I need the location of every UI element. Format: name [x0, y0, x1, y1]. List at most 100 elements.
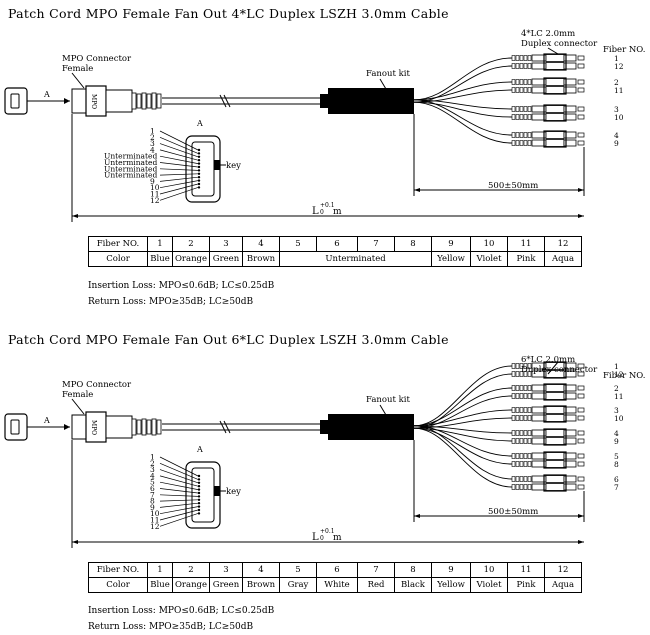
lc-boot-segment: [527, 114, 532, 120]
pin-label: Unterminated: [104, 171, 157, 180]
mpo-connector-label-female: Female: [62, 64, 93, 74]
fiber-number-cell: 5: [279, 236, 317, 252]
lc-ferrule-housing: [563, 54, 577, 62]
fiber-pin: [197, 182, 201, 186]
fiber-pin: [197, 172, 201, 175]
lc-ferrule: [577, 453, 585, 459]
fiber-number-label: 6: [614, 475, 619, 484]
fiber-line: [413, 101, 513, 144]
lc-ferrule-housing: [563, 437, 577, 445]
lc-boot-segment: [515, 393, 520, 399]
lc-boot-segment: [515, 476, 520, 482]
fiber-number-label: 10: [614, 113, 624, 122]
lc-boot-segment: [511, 363, 516, 369]
lc-boot-segment: [527, 132, 532, 138]
lc-boot-segment: [519, 476, 524, 482]
pin-label: Unterminated: [104, 152, 157, 161]
lc-boot-segment: [527, 87, 532, 93]
lc-boot-segment: [519, 55, 524, 61]
lc-boot-segment: [515, 55, 520, 61]
fiber-color-cell: Yellow: [431, 577, 471, 593]
view-arrow-head: [64, 98, 70, 104]
lc-housing: [545, 78, 565, 86]
pin-leader-line: [159, 162, 199, 168]
pin-label: 9: [150, 177, 155, 186]
lc-duplex-clip: [543, 451, 567, 469]
section2-title: Patch Cord MPO Female Fan Out 6*LC Duple…: [8, 332, 449, 347]
pin-leader-line: [159, 475, 199, 487]
fiber-color-cell: Orange: [172, 577, 210, 593]
lc-ferrule-housing: [563, 392, 577, 400]
fiber-number-label: 1: [614, 362, 619, 371]
mpo-boot-segment: [146, 93, 152, 109]
fiber-number-label: 12: [614, 62, 624, 71]
lc-boot-segment: [515, 385, 520, 391]
lc-leader-line: [547, 47, 559, 55]
lc-housing: [545, 452, 565, 460]
fiber-pin: [197, 481, 201, 484]
lc-ferrule: [577, 132, 585, 138]
lc-housing: [545, 429, 565, 437]
dimension-arrow: [578, 188, 584, 192]
lc-boot-segment: [515, 140, 520, 146]
lc-boot-segment: [523, 114, 528, 120]
fiber-pin: [197, 155, 201, 158]
fiber-color-cell: Brown: [242, 577, 280, 593]
mpo-body: [105, 415, 133, 439]
lc-boot-segment: [527, 430, 532, 436]
lc-boot-segment: [527, 453, 532, 459]
pin-leader-line: [159, 509, 199, 521]
lc-boot-segment: [523, 132, 528, 138]
lc-boot-segment: [523, 140, 528, 146]
fiber-pin: [197, 169, 201, 172]
lc-ferrule: [577, 476, 585, 482]
fiber-line: [413, 427, 513, 442]
mpo-ferrule: [71, 88, 87, 114]
fiber-line: [413, 425, 513, 457]
section1-loss-spec: Insertion Loss: MPO≤0.6dB; LC≤0.25dB Ret…: [88, 278, 274, 310]
mpo-endface-inner: [191, 467, 215, 523]
end-view-title: A: [196, 445, 203, 454]
lc-connector-label: 4*LC 2.0mm: [521, 29, 575, 39]
lc-boot-segment: [519, 114, 524, 120]
lc-boot-segment: [527, 407, 532, 413]
fiber-number-label: 5: [614, 452, 619, 461]
pin-label: 12: [150, 196, 160, 205]
lc-ferrule: [577, 430, 585, 436]
insertion-loss-text: Insertion Loss: MPO≤0.6dB; LC≤0.25dB: [88, 606, 275, 616]
lc-housing: [545, 437, 565, 445]
lc-boot-segment: [523, 438, 528, 444]
pin-label: Unterminated: [104, 158, 157, 167]
key-notch: [214, 486, 220, 496]
pin-label: 12: [150, 522, 160, 531]
lc-boot-segment: [527, 371, 532, 377]
lc-boot-segment: [519, 363, 524, 369]
mpo-boot-segment: [131, 418, 137, 436]
lc-boot-segment: [511, 407, 516, 413]
lc-boot-segment: [527, 476, 532, 482]
end-view-slot: [10, 419, 20, 435]
pin-label: 2: [150, 133, 155, 142]
fiber-color-cell: Pink: [507, 251, 545, 267]
lc-boot-segment: [519, 453, 524, 459]
fiber-number-cell: 8: [394, 236, 432, 252]
fiber-number-cell: 6: [316, 236, 358, 252]
fiber-number-label: 11: [614, 392, 624, 401]
fanout-kit-label: Fanout kit: [366, 69, 410, 79]
pin-leader-line: [159, 499, 199, 502]
lc-ferrule: [577, 461, 585, 467]
dimension-arrow: [578, 514, 584, 518]
fiber-number-label: 3: [614, 406, 619, 415]
fiber-pin: [197, 474, 201, 478]
lc-duplex-clip: [543, 361, 567, 379]
fiber-number-label: 10: [614, 414, 624, 423]
fiber-number-cell: 10: [470, 236, 508, 252]
fiber-number-cell: 1: [147, 236, 173, 252]
fiber-line: [413, 425, 513, 480]
lc-boot-segment: [511, 476, 516, 482]
dimension-arrow: [72, 540, 78, 544]
lc-boot-segment: [515, 63, 520, 69]
pin-label: 9: [150, 503, 155, 512]
fanout-kit-body: [328, 414, 414, 440]
breakout-length-label: 500±50mm: [488, 507, 538, 517]
